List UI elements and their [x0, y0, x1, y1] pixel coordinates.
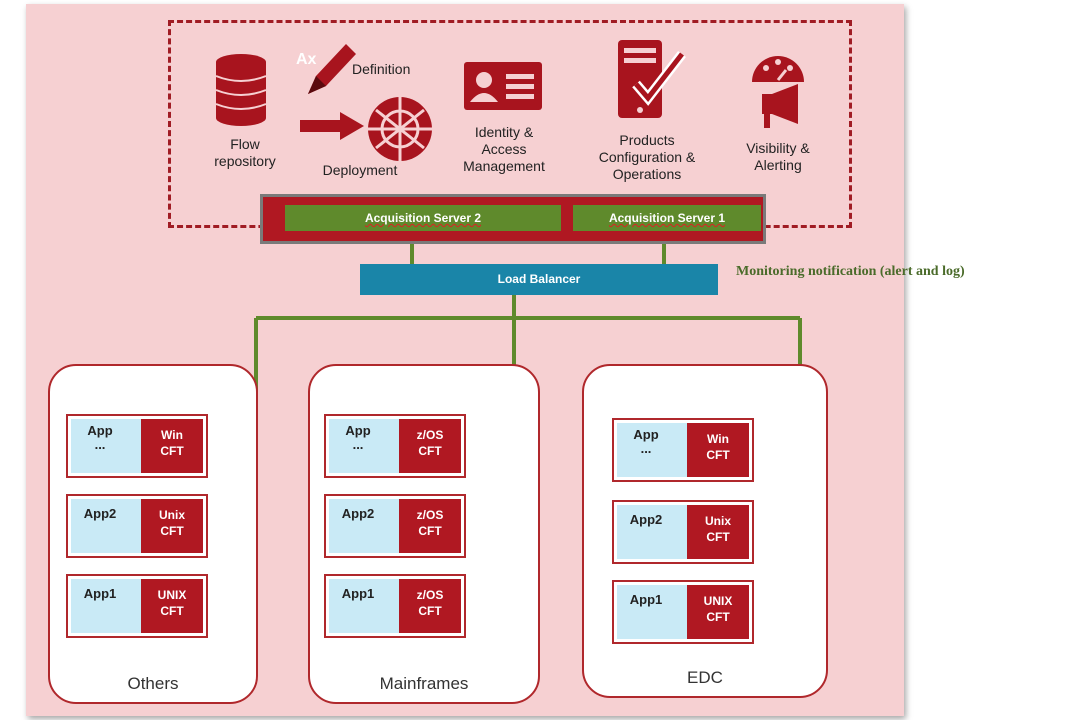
app-name: App ... [345, 423, 371, 452]
load-balancer: Load Balancer [360, 264, 718, 295]
cft-box: z/OS CFT [399, 419, 461, 473]
globe-icon [368, 97, 432, 161]
visibility-alerting-label: Visibility & Alerting [746, 140, 810, 173]
app-box: App2 z/OS CFT [324, 494, 466, 558]
group-name: Others [127, 674, 179, 693]
arrow-icon [300, 112, 364, 140]
app-box: App ... Win CFT [66, 414, 208, 478]
app-name: App ... [633, 427, 659, 456]
app-name: App2 [83, 506, 117, 521]
app-name: App2 [341, 506, 375, 521]
gauge-megaphone-icon [752, 56, 804, 128]
cft-box: Win CFT [687, 423, 749, 477]
cft-box: Unix CFT [687, 505, 749, 559]
app-box: App2 Unix CFT [66, 494, 208, 558]
app-box: App1 z/OS CFT [324, 574, 466, 638]
app-box: App1 UNIX CFT [66, 574, 208, 638]
id-card-icon [464, 62, 542, 110]
group-name: EDC [687, 668, 723, 687]
app-name: App ... [87, 423, 113, 452]
monitoring-notification-label: Monitoring notification (alert and log) [736, 264, 965, 279]
flow-repository-label: Flow repository [214, 136, 276, 169]
app-name: App1 [629, 592, 663, 607]
acquisition-servers-container: Acquisition Server 2 Acquisition Server … [260, 194, 766, 244]
app-box: App ... z/OS CFT [324, 414, 466, 478]
cft-box: UNIX CFT [141, 579, 203, 633]
deployment-label: Deployment [322, 162, 398, 178]
app-box: App1 UNIX CFT [612, 580, 754, 644]
cft-box: UNIX CFT [687, 585, 749, 639]
group-name: Mainframes [379, 674, 469, 693]
acquisition-server-2: Acquisition Server 2 [285, 205, 561, 231]
app-name: App2 [629, 512, 663, 527]
app-name: App1 [341, 586, 375, 601]
pencil-icon: Ax [296, 44, 356, 94]
cft-box: z/OS CFT [399, 579, 461, 633]
cft-box: Win CFT [141, 419, 203, 473]
svg-text:Ax: Ax [296, 51, 317, 68]
cft-box: Unix CFT [141, 499, 203, 553]
tablet-check-icon [618, 40, 686, 118]
app-name: App1 [83, 586, 117, 601]
definition-label: Definition [352, 61, 411, 77]
database-icon [215, 54, 267, 126]
acquisition-server-1: Acquisition Server 1 [573, 205, 761, 231]
products-configuration-label: Products Configuration & Operations [598, 132, 696, 182]
app-box: App ... Win CFT [612, 418, 754, 482]
app-box: App2 Unix CFT [612, 500, 754, 564]
cft-box: z/OS CFT [399, 499, 461, 553]
identity-access-label: Identity & Access Management [463, 124, 545, 174]
